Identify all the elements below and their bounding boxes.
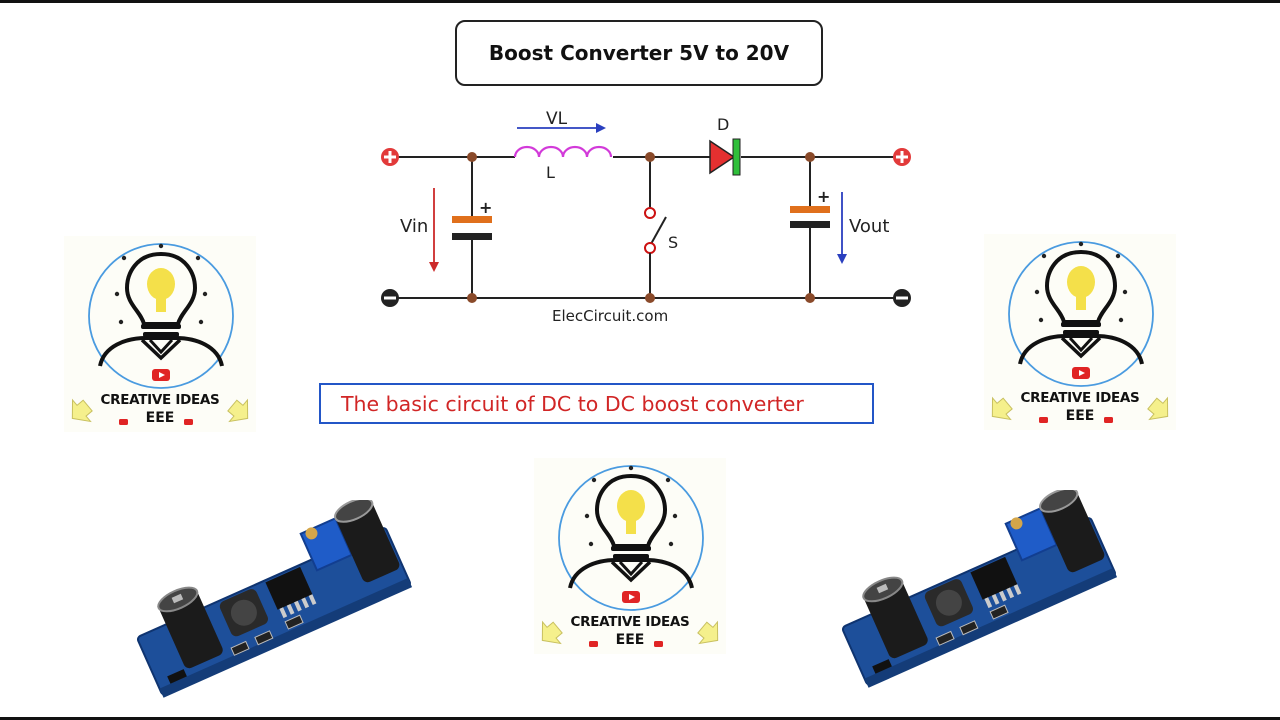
label-d: D <box>717 115 729 134</box>
caption-text: The basic circuit of DC to DC boost conv… <box>341 391 804 416</box>
terminal-input-negative <box>381 289 399 307</box>
vout-capacitor-plate-positive <box>790 206 830 213</box>
node-top-1 <box>467 152 477 162</box>
inductor-coil <box>513 145 613 158</box>
label-s: S <box>668 233 678 252</box>
page-title: Boost Converter 5V to 20V <box>488 41 790 65</box>
diode-band <box>732 138 741 176</box>
diode-triangle <box>709 139 736 175</box>
logo-right-sub: EEE <box>1065 408 1095 424</box>
switch-contact-bottom <box>644 242 656 254</box>
node-top-2 <box>645 152 655 162</box>
boost-module-photo-left <box>136 500 413 698</box>
label-l: L <box>546 163 555 182</box>
vl-arrow-head <box>596 123 606 133</box>
circuit-watermark: ElecCircuit.com <box>552 307 668 325</box>
title-box: Boost Converter 5V to 20V <box>455 20 823 86</box>
switch-contact-top <box>644 207 656 219</box>
vout-capacitor-plate-negative <box>790 221 830 228</box>
terminal-output-negative <box>893 289 911 307</box>
channel-logo-left: CREATIVE IDEAS EEE <box>64 236 256 432</box>
label-vout-cap-plus: + <box>817 187 830 206</box>
node-bottom-3 <box>805 293 815 303</box>
label-vin-cap-plus: + <box>479 198 492 217</box>
lightbulb-person-icon <box>991 241 1169 423</box>
vin-capacitor-plate-negative <box>452 233 492 240</box>
vin-arrow-head <box>429 262 439 272</box>
logo-center-sub: EEE <box>615 632 645 648</box>
switch-blade <box>650 216 667 245</box>
logo-left-sub: EEE <box>145 410 175 426</box>
logo-right-name: CREATIVE IDEAS <box>1020 390 1140 406</box>
logo-left-name: CREATIVE IDEAS <box>100 392 220 408</box>
channel-logo-right: CREATIVE IDEAS EEE <box>984 234 1176 430</box>
lightbulb-person-icon <box>71 243 249 425</box>
label-vl: VL <box>546 109 568 129</box>
vout-arrow-head <box>837 254 847 264</box>
label-vout: Vout <box>849 216 889 237</box>
caption-box: The basic circuit of DC to DC boost conv… <box>319 383 874 424</box>
node-top-3 <box>805 152 815 162</box>
terminal-input-positive <box>381 148 399 166</box>
node-bottom-1 <box>467 293 477 303</box>
node-bottom-2 <box>645 293 655 303</box>
vin-capacitor-plate-positive <box>452 216 492 223</box>
label-vin: Vin <box>400 216 428 237</box>
terminal-output-positive <box>893 148 911 166</box>
channel-logo-center: CREATIVE IDEAS EEE <box>534 458 726 654</box>
logo-center-name: CREATIVE IDEAS <box>570 614 690 630</box>
lightbulb-person-icon <box>541 465 719 647</box>
boost-converter-schematic: VL L D Vin Vout S + + ElecCircuit.com <box>381 109 911 325</box>
boost-module-photo-right <box>841 490 1118 688</box>
